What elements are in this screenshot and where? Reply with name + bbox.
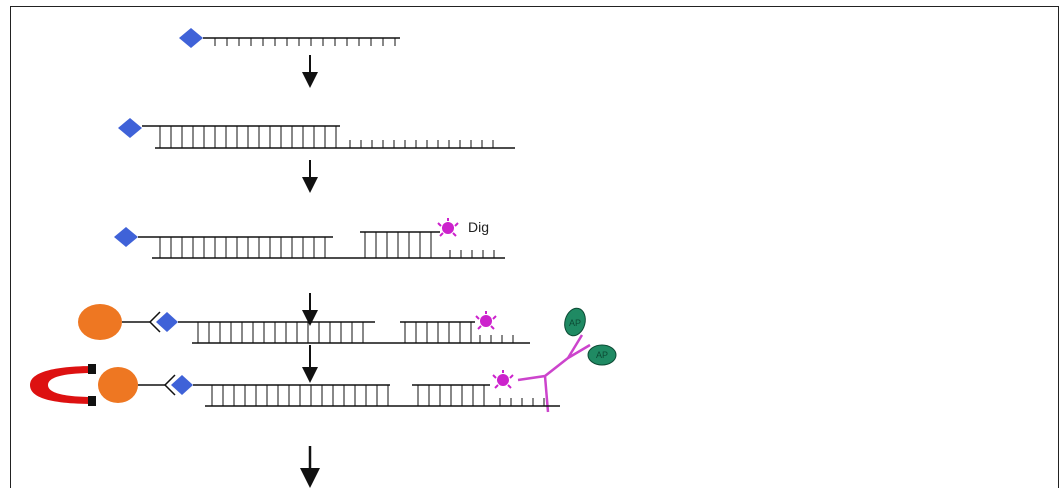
step-4-capture <box>78 304 530 344</box>
diagram-frame <box>10 6 1059 488</box>
biotin-diamond <box>114 227 138 247</box>
base-pairs <box>197 322 514 343</box>
step-3-dig-probe: Dig <box>114 218 505 259</box>
dig-label-marker <box>492 370 514 389</box>
svg-text:AP: AP <box>569 318 581 328</box>
enzyme-1 <box>564 307 586 337</box>
magnet-tip-bottom <box>88 396 96 406</box>
enzyme-2 <box>587 344 617 366</box>
streptavidin-bead <box>78 304 122 340</box>
base-pairs <box>159 232 495 258</box>
step-5-magnetic <box>30 364 560 407</box>
base-pairs <box>211 385 545 406</box>
biotin-diamond <box>171 375 193 395</box>
dig-label-marker <box>437 218 459 237</box>
dig-label-marker <box>475 311 497 330</box>
primer-teeth <box>214 38 396 46</box>
biotin-binding-site <box>148 311 161 333</box>
biotin-diamond <box>156 312 178 332</box>
biotin-diamond <box>118 118 142 138</box>
step-2-annealed <box>118 118 515 149</box>
step-1-primer <box>179 28 400 48</box>
biotin-diamond <box>179 28 203 48</box>
base-pairs <box>159 126 494 148</box>
biotin-binding-site <box>163 374 176 396</box>
antibody <box>517 334 591 413</box>
magnet-tip-top <box>88 364 96 374</box>
magnet <box>30 366 95 404</box>
streptavidin-bead <box>98 367 138 403</box>
antibody-conjugate: AP AP <box>517 307 617 413</box>
dig-label: Dig <box>468 219 489 235</box>
svg-text:AP: AP <box>596 350 608 360</box>
